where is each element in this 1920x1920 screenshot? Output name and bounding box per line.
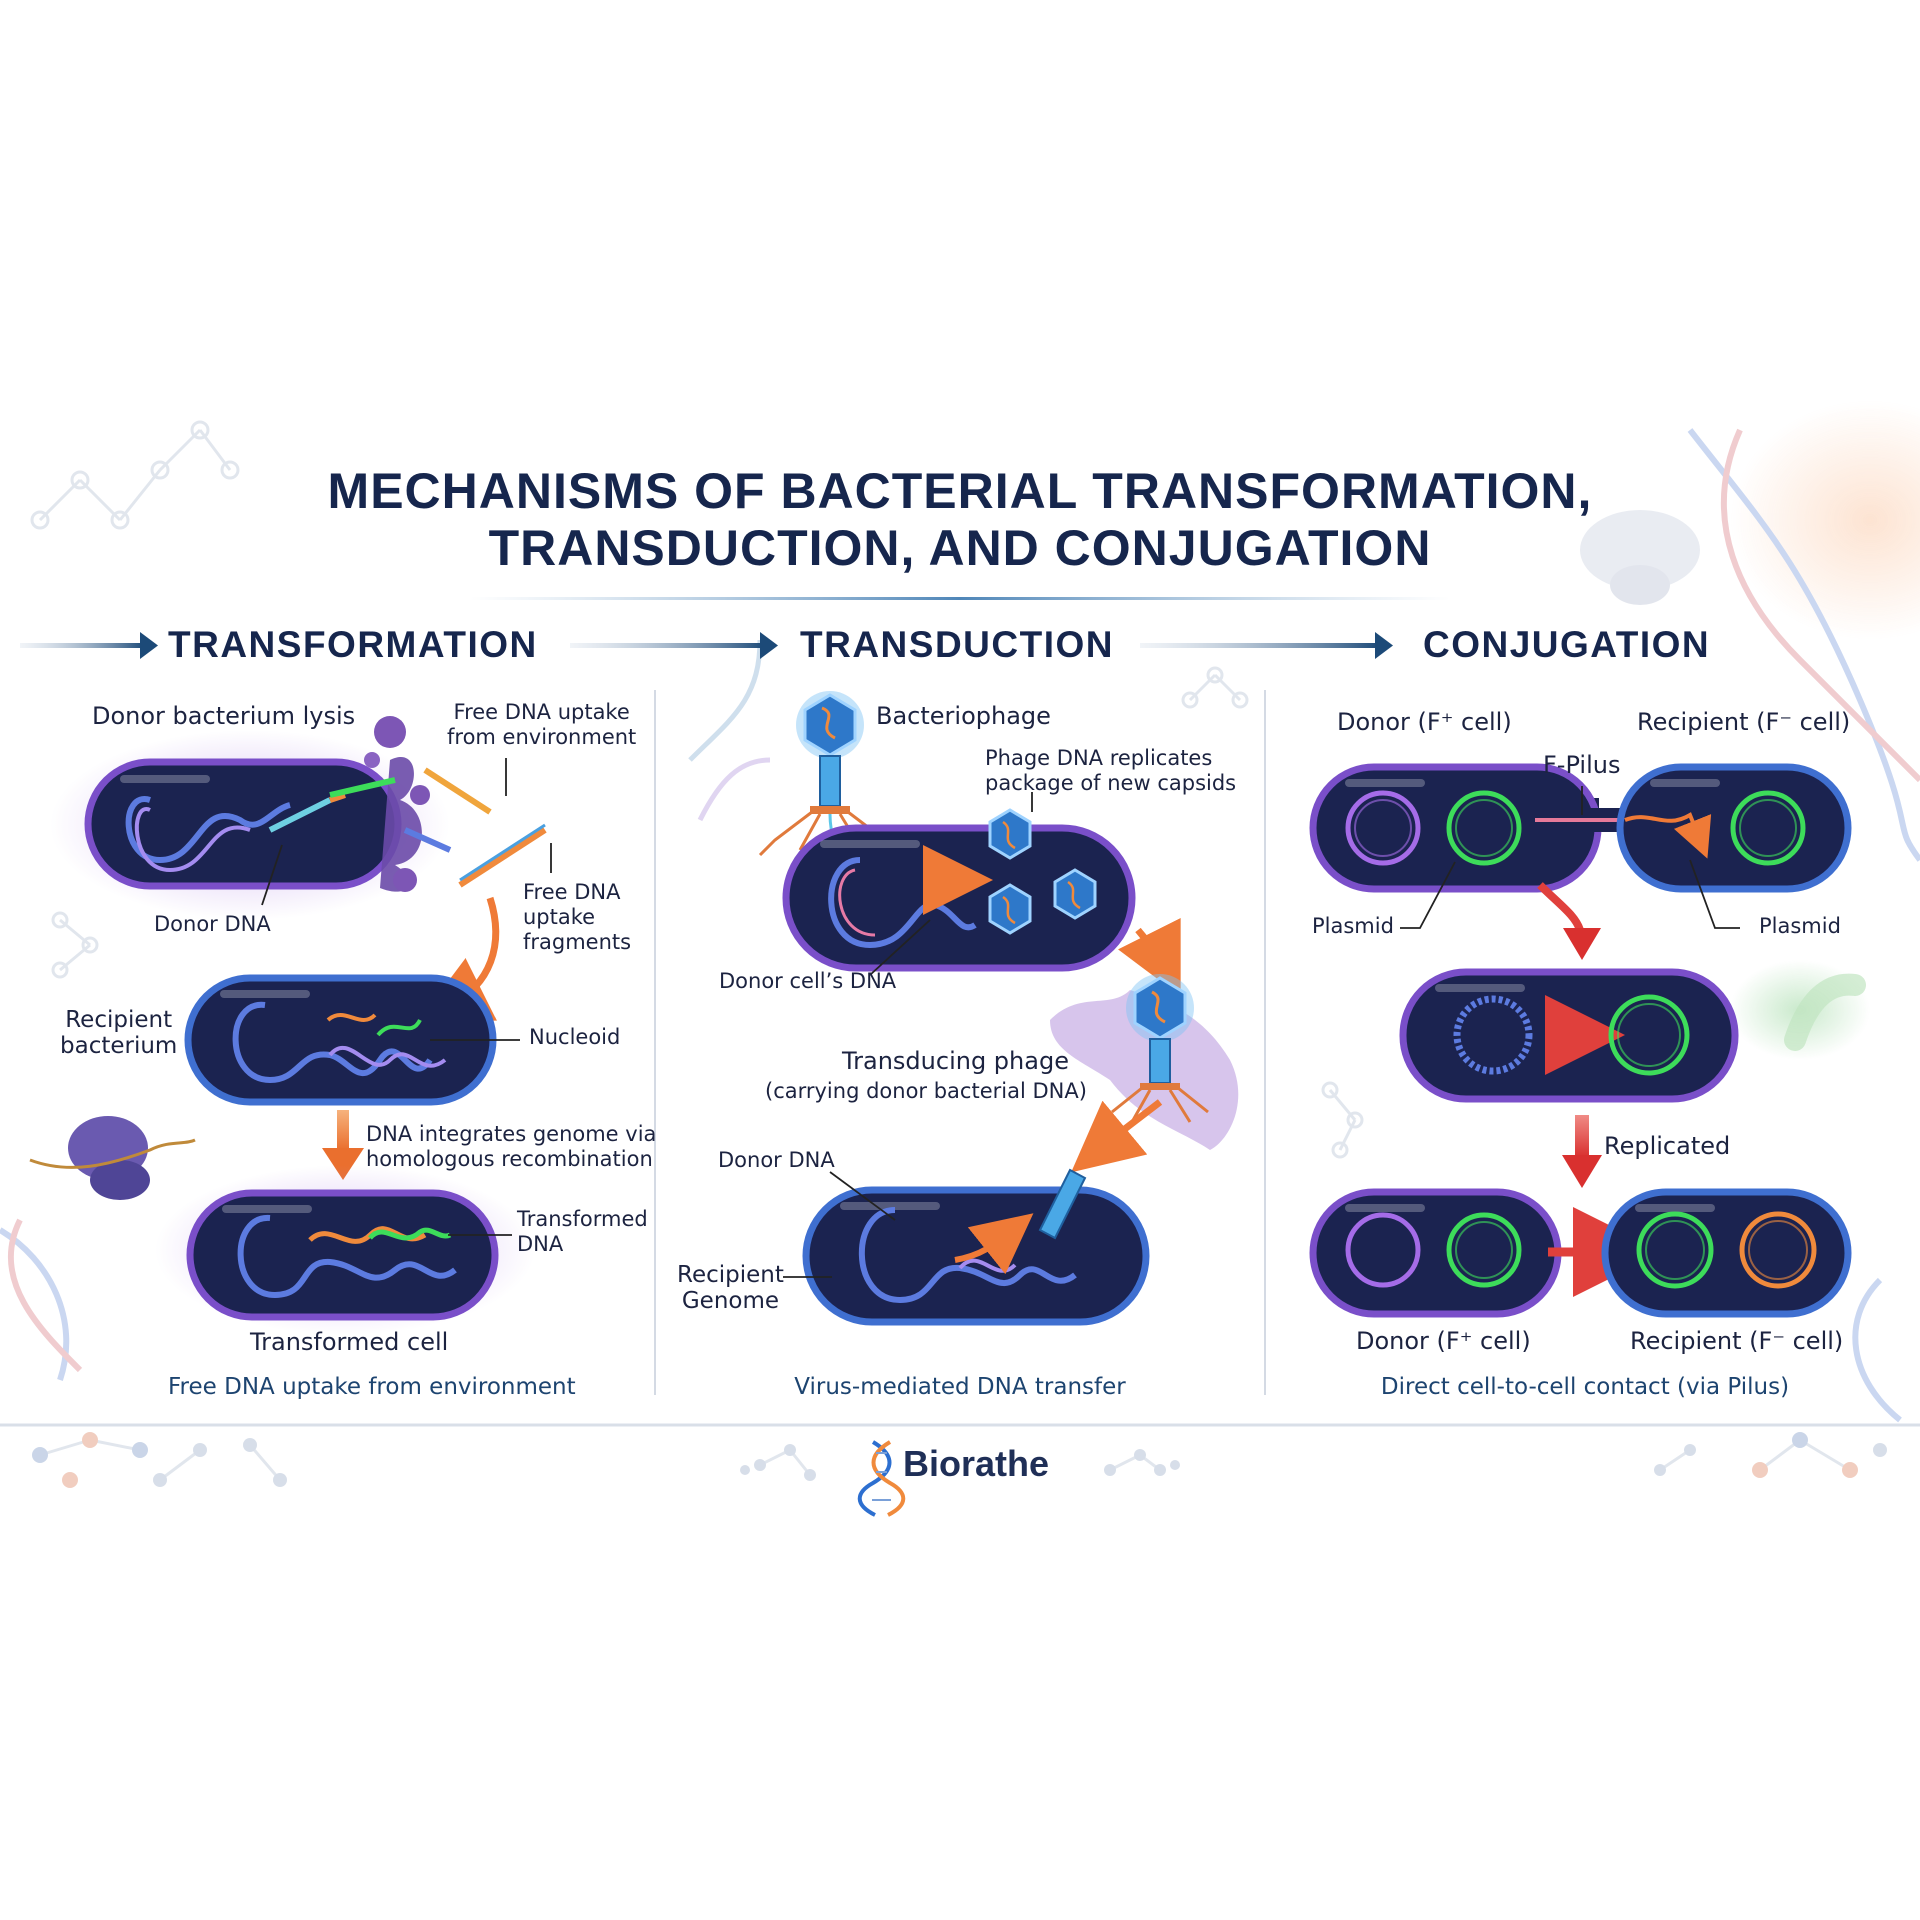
donor-dna-pointer <box>261 844 283 906</box>
recipient-bacterium-label: Recipient bacterium <box>60 1007 178 1059</box>
transduction-donor-cell <box>782 808 1136 972</box>
donor-lysis-label: Donor bacterium lysis <box>92 702 356 730</box>
recipient-top-label: Recipient (F⁻ cell) <box>1637 708 1851 736</box>
conjugation-middle-cell <box>1399 968 1739 1103</box>
transduction-caption: Virus-mediated DNA transfer <box>794 1374 1126 1400</box>
plasmid-right-pointer <box>1689 859 1740 929</box>
title-underline <box>470 597 1450 600</box>
bacteriophage-label: Bacteriophage <box>876 702 1051 730</box>
transformed-cell-label: Transformed cell <box>250 1328 449 1356</box>
transduction-donor-dna-pointer <box>829 1171 896 1221</box>
conjugation-panel <box>1309 763 1852 1318</box>
donor-cell-dna-label: Donor cell’s DNA <box>719 969 897 993</box>
plasmid-left-label: Plasmid <box>1312 914 1394 938</box>
conjugation-heading: CONJUGATION <box>1423 624 1711 665</box>
page-title-line-2: TRANSDUCTION, AND CONJUGATION <box>488 520 1432 576</box>
conjugation-bottom-cells <box>1309 1188 1852 1318</box>
transduction-recipient-cell <box>802 1168 1150 1326</box>
transduction-panel <box>758 691 1239 1326</box>
transformed-cell <box>155 1165 535 1335</box>
donor-dna-label: Donor DNA <box>154 912 271 936</box>
brand-dna-icon <box>857 1440 906 1517</box>
nucleoid-label: Nucleoid <box>529 1025 621 1049</box>
conjugation-caption: Direct cell-to-cell contact (via Pilus) <box>1380 1374 1790 1400</box>
brand-logo-text: Biorathe <box>903 1443 1050 1484</box>
recipient-genome-label: Recipient Genome <box>677 1262 784 1314</box>
ribosome-decoration <box>29 1116 196 1200</box>
transformation-heading: TRANSFORMATION <box>168 624 538 665</box>
panel-dividers <box>654 690 1266 1395</box>
integrates-arrow <box>322 1110 364 1180</box>
conjugation-top-cells <box>1309 763 1852 893</box>
transformation-caption: Free DNA uptake from environment <box>168 1374 576 1400</box>
release-arrow <box>1118 918 1181 997</box>
transducing-phage-icon <box>1050 974 1239 1150</box>
transduction-heading: TRANSDUCTION <box>800 624 1114 665</box>
f-pilus-label: F-Pilus <box>1543 751 1621 779</box>
donor-cell-dna-pointer <box>869 919 931 976</box>
transformation-panel <box>29 716 552 1335</box>
donor-bottom-label: Donor (F⁺ cell) <box>1356 1327 1531 1355</box>
free-dna-env-label: Free DNA uptake from environment <box>447 700 637 749</box>
bacteriophage-icon <box>758 691 902 871</box>
page-title-line-1: MECHANISMS OF BACTERIAL TRANSFORMATION, <box>327 463 1593 519</box>
donor-bacterium-cell <box>50 716 450 920</box>
plasmid-right-label: Plasmid <box>1759 914 1841 938</box>
transducing-phage-label: Transducing phage <box>842 1047 1069 1075</box>
free-dna-fragments-label: Free DNA uptake fragments <box>523 880 632 954</box>
section-flow-arrows <box>20 632 1393 659</box>
transduction-donor-dna-label: Donor DNA <box>718 1148 835 1172</box>
plasmid-left-pointer <box>1400 861 1456 929</box>
recipient-bottom-label: Recipient (F⁻ cell) <box>1630 1327 1844 1355</box>
injection-arrow <box>1071 1099 1163 1173</box>
donor-top-label: Donor (F⁺ cell) <box>1337 708 1512 736</box>
replicated-label: Replicated <box>1604 1132 1731 1160</box>
replicated-arrow <box>1562 1115 1602 1188</box>
phage-replicates-label: Phage DNA replicates package of new caps… <box>985 746 1237 795</box>
background-decorations <box>0 400 1920 1488</box>
transfer-arrow-down <box>1537 882 1601 960</box>
free-dna-fragments <box>268 767 547 888</box>
carrying-donor-dna-label: (carrying donor bacterial DNA) <box>765 1079 1087 1103</box>
integrates-label: DNA integrates genome via homologous rec… <box>366 1122 657 1171</box>
transformed-dna-label: Transformed DNA <box>517 1207 648 1256</box>
